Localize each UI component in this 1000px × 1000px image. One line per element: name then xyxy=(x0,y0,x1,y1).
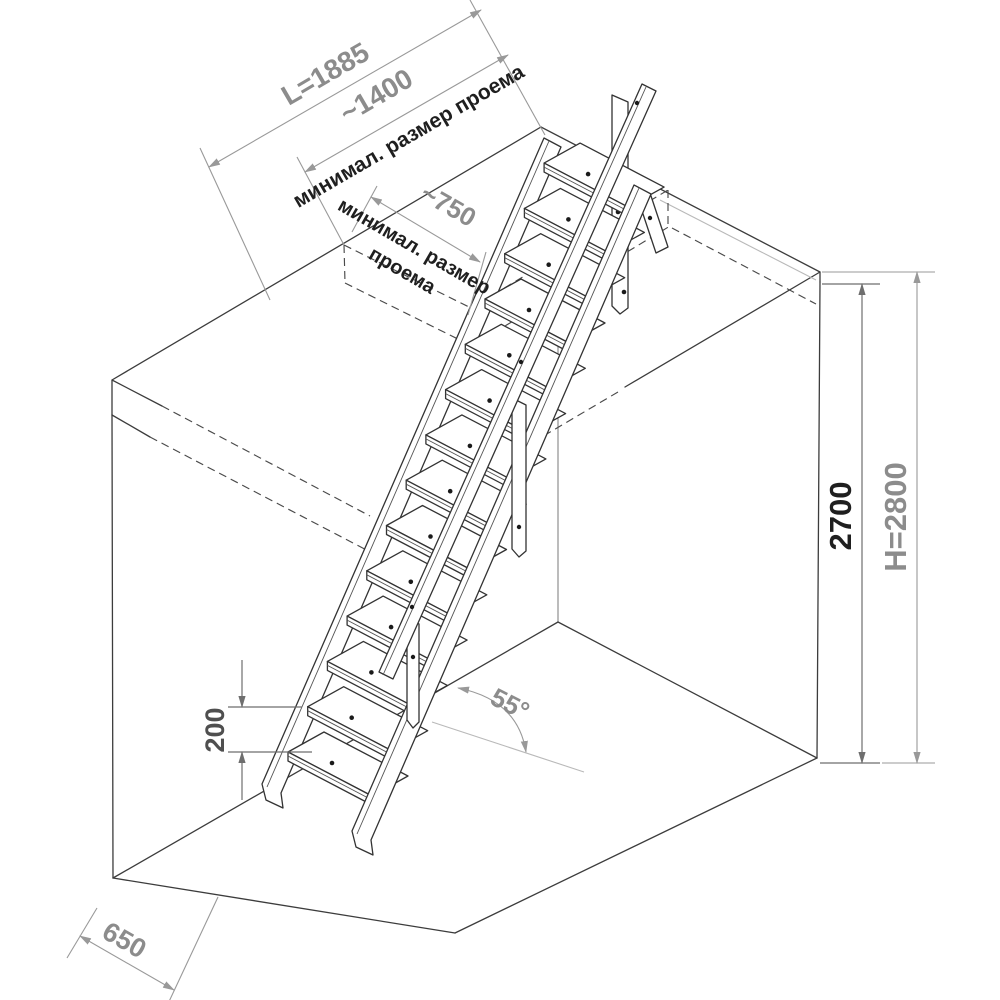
tread-screw xyxy=(566,217,571,222)
slab-front-hidden-bottom xyxy=(149,436,379,557)
opening-top-near-edge xyxy=(343,244,472,309)
tread-screw xyxy=(507,353,512,358)
tread-nose-line xyxy=(386,529,471,574)
screw xyxy=(518,359,524,365)
tread-nose-line xyxy=(543,166,629,212)
dimension-opening-width: ~750 минимал. размер проема xyxy=(334,178,494,316)
tread-screw xyxy=(467,443,473,449)
tread-screw xyxy=(546,262,551,268)
tread-nose-line xyxy=(327,665,412,710)
ceiling-edge-through-opening xyxy=(659,199,817,281)
dimension-ceiling-height: 2700 xyxy=(820,283,880,764)
right-stringer xyxy=(351,184,652,856)
slab-front-right-edge xyxy=(624,271,821,388)
dim-total-height-label: H=2800 xyxy=(878,462,913,571)
tread-nose-line xyxy=(504,257,589,303)
tread-screw xyxy=(526,307,532,313)
tread-nose-line xyxy=(405,483,491,529)
screw xyxy=(647,215,653,221)
tread-nose-line xyxy=(366,574,452,620)
tread-nose-line xyxy=(465,347,550,393)
tread-screw xyxy=(428,534,433,539)
tread-screw xyxy=(349,715,355,720)
tread-screw xyxy=(329,760,335,766)
dimension-angle: 55° xyxy=(431,682,585,773)
dimension-step-rise: 200 xyxy=(200,660,312,800)
screw xyxy=(634,100,640,106)
handrail-post-mid xyxy=(511,397,527,558)
left-wall-edge xyxy=(111,414,114,879)
floor-front-edge-left xyxy=(112,877,456,934)
screw xyxy=(516,524,522,530)
tread-screw xyxy=(447,488,453,494)
dimension-total-height: H=2800 xyxy=(822,271,935,764)
dim-ceiling-height-label: 2700 xyxy=(823,482,858,551)
right-wall-edge xyxy=(816,281,821,759)
tread-nose-line xyxy=(425,438,511,484)
ceiling-wall-hidden-edge xyxy=(671,227,817,305)
dimension-floor-offset: 650 xyxy=(66,896,219,1000)
tread-screw xyxy=(408,579,414,585)
tread-nose-line xyxy=(287,755,373,801)
staircase xyxy=(261,83,669,856)
right-wall-base xyxy=(557,621,818,759)
tread-nose-line xyxy=(524,212,609,257)
tread-screw xyxy=(487,398,492,403)
dim-step-rise-label: 200 xyxy=(200,707,230,752)
screw xyxy=(409,604,415,610)
dim-opening-width-label: ~750 xyxy=(416,178,482,233)
tread-screw xyxy=(369,670,374,675)
dim-floor-offset-label: 650 xyxy=(97,916,151,964)
screw xyxy=(410,654,416,660)
slab-bottom-left-edge xyxy=(111,414,151,438)
opening-thickness-left xyxy=(343,244,346,284)
screw xyxy=(621,289,627,295)
floor-front-edge-right xyxy=(454,757,818,934)
tread-nose-line xyxy=(307,710,392,756)
slab-front-hidden-top xyxy=(161,405,371,517)
tread-screw xyxy=(585,171,591,177)
handrail xyxy=(378,83,657,680)
tread-nose-line xyxy=(484,302,570,348)
dim-angle-label: 55° xyxy=(486,682,535,727)
opening-ceiling-near-edge xyxy=(344,282,473,347)
slab-front-left-edge xyxy=(111,379,163,407)
tread-screw xyxy=(388,624,394,630)
